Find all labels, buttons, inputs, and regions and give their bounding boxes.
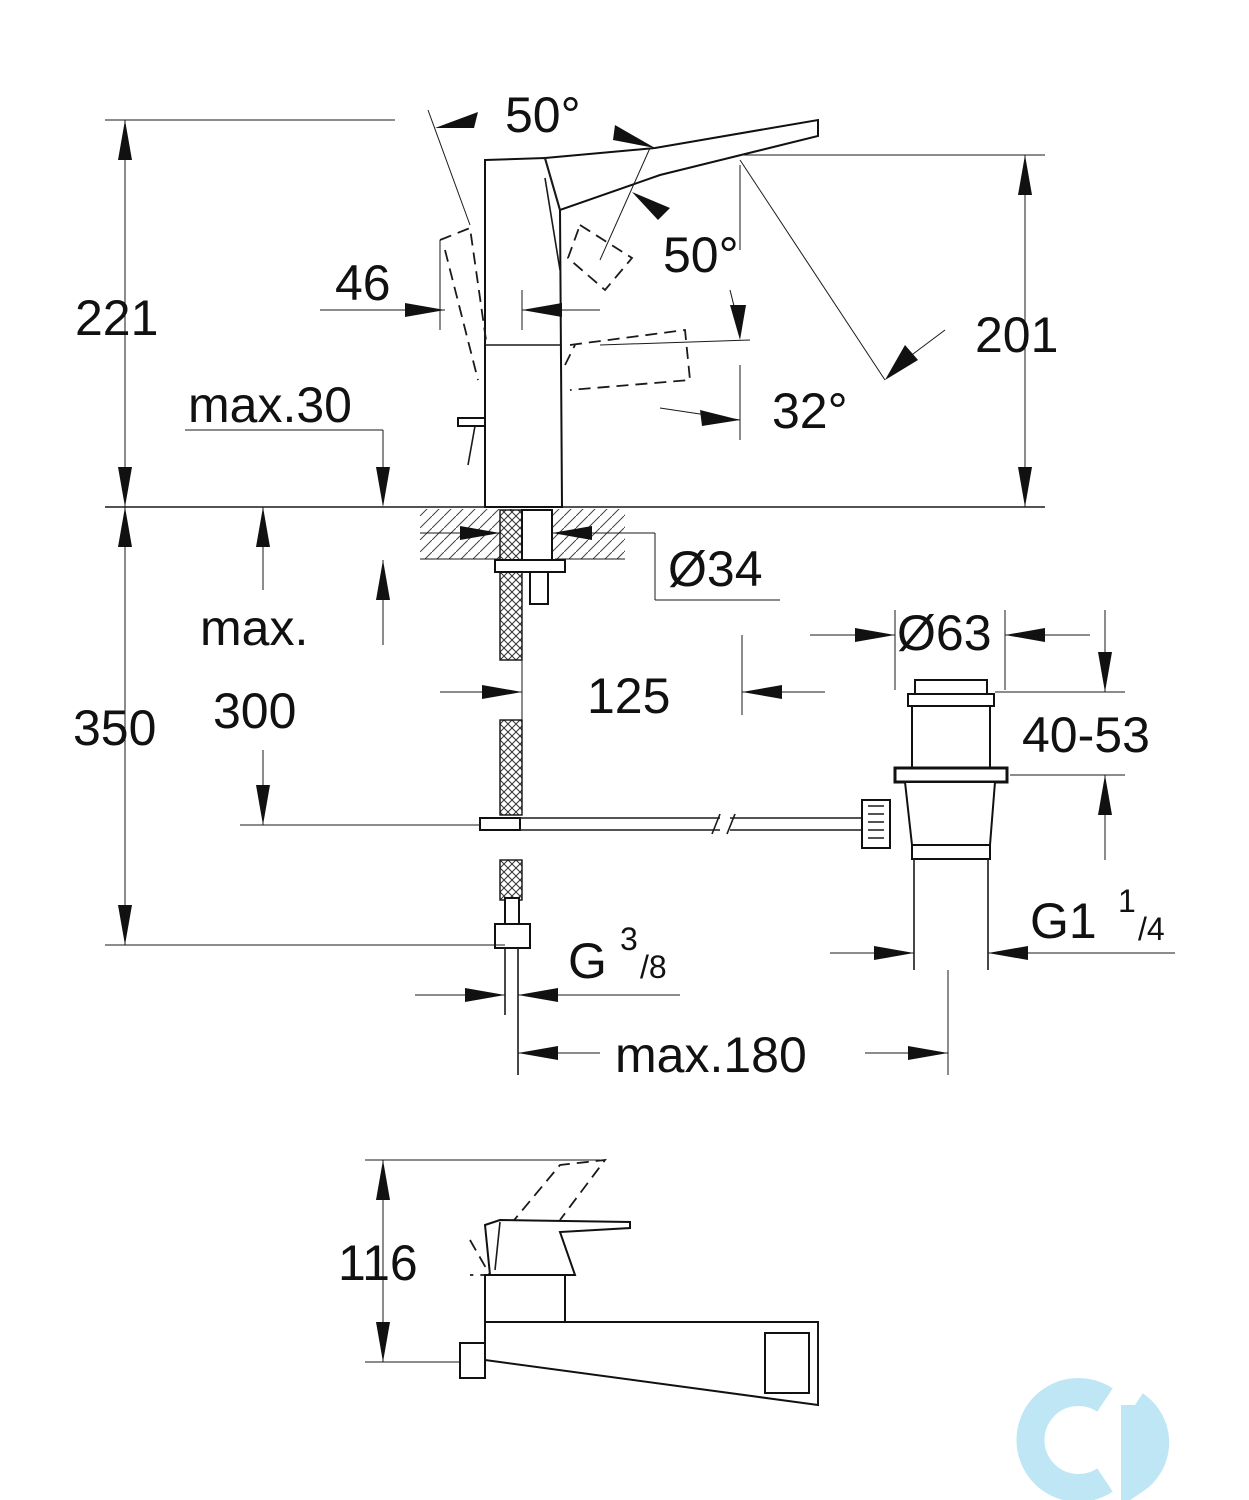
svg-text:G1: G1 <box>1030 893 1097 949</box>
svg-text:/8: /8 <box>640 949 667 985</box>
dimension-labels: 50° 50° 32° 221 201 46 max.30 Ø34 Ø63 ma… <box>73 87 1165 1291</box>
label-diameter-waste: Ø63 <box>897 605 992 661</box>
brand-logo-icon <box>1016 1378 1170 1500</box>
label-height-spout: 201 <box>975 307 1058 363</box>
svg-text:3: 3 <box>620 921 638 957</box>
svg-text:1: 1 <box>1118 883 1136 919</box>
label-angle-top: 50° <box>505 87 581 143</box>
label-max-depth: 300 <box>213 683 296 739</box>
label-waste-range: 40-53 <box>1022 707 1150 763</box>
label-handle-offset: 46 <box>335 255 391 311</box>
label-diameter-body: Ø34 <box>668 541 763 597</box>
label-angle-lower: 32° <box>772 383 848 439</box>
label-height-total: 221 <box>75 290 158 346</box>
label-max-reach: max.180 <box>615 1027 807 1083</box>
dimension-lines <box>105 112 1175 1075</box>
label-thread-waste: G1 1 /4 <box>1030 883 1165 949</box>
label-plan-height: 116 <box>338 1235 418 1291</box>
waste-fitting <box>861 679 1009 970</box>
label-max: max. <box>200 600 308 656</box>
faucet-elevation <box>105 109 1045 1075</box>
label-angle-side: 50° <box>663 227 739 283</box>
label-spout-offset: 125 <box>587 668 670 724</box>
label-thread-supply: G 3 /8 <box>568 921 667 989</box>
label-max-thickness: max.30 <box>188 377 352 433</box>
svg-text:/4: /4 <box>1138 911 1165 947</box>
faucet-plan-view <box>365 1158 819 1407</box>
svg-text:G: G <box>568 933 607 989</box>
label-height-below: 350 <box>73 700 156 756</box>
